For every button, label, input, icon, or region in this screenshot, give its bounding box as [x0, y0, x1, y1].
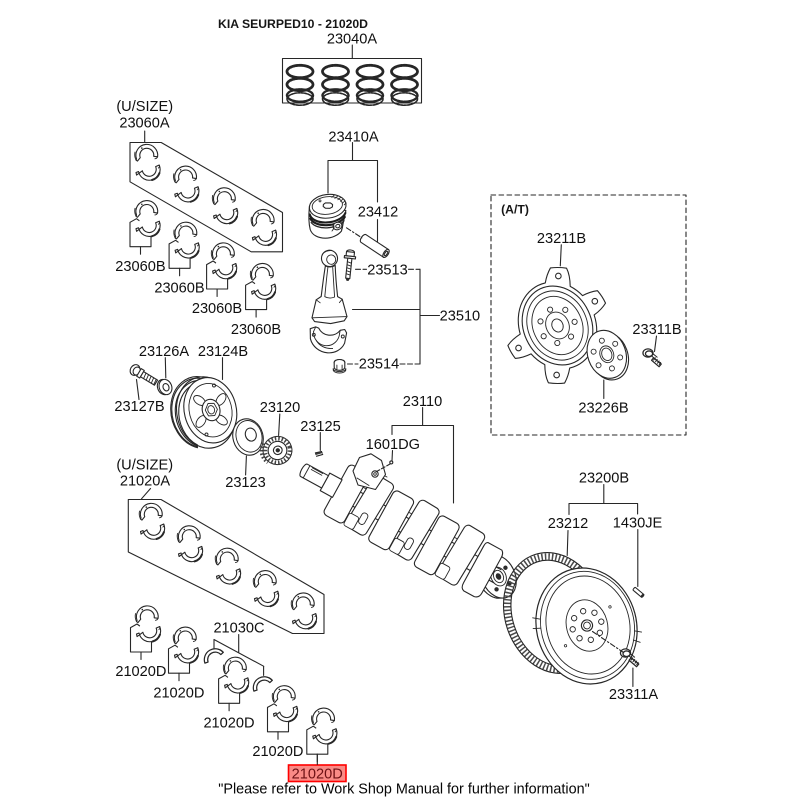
label-21020D-3[interactable]: 21020D [203, 716, 254, 732]
label-23212[interactable]: 23212 [548, 516, 589, 532]
label-23311A[interactable]: 23311A [609, 687, 658, 703]
label-23125[interactable]: 23125 [300, 419, 341, 435]
label-23040A[interactable]: 23040A [327, 32, 378, 48]
label-23513[interactable]: 23513 [367, 263, 408, 279]
label-usize-top: (U/SIZE) [116, 99, 173, 115]
label-21020D-4[interactable]: 21020D [252, 744, 303, 760]
label-23060B-3[interactable]: 23060B [192, 301, 242, 317]
leader-21030C [213, 633, 265, 676]
dowel-pin-1430JE [632, 586, 645, 598]
rod-bearing-set-23060A [129, 141, 284, 253]
label-23226B[interactable]: 23226B [578, 401, 628, 417]
main-bearing-21020D-4 [268, 686, 298, 740]
flywheel-23200B [532, 567, 643, 685]
page-title: KIA SEURPED10 - 21020D [218, 17, 368, 31]
label-21020D-highlight[interactable]: 21020D [292, 766, 343, 782]
label-23060B-1[interactable]: 23060B [115, 259, 165, 275]
rod-bearing-23060B-4 [246, 263, 276, 317]
rod-nut-23514 [332, 358, 347, 374]
label-21020D-2[interactable]: 21020D [153, 685, 204, 701]
adapter-plate-23226B [586, 329, 630, 381]
label-23060A[interactable]: 23060A [119, 115, 170, 131]
label-23510[interactable]: 23510 [440, 308, 481, 324]
label-21030C[interactable]: 21030C [213, 621, 264, 637]
main-bearing-21020D-5 [307, 708, 337, 762]
key-23125 [314, 450, 324, 457]
main-bearing-21020D-3 [219, 657, 249, 711]
label-23200B[interactable]: 23200B [579, 471, 629, 487]
pulley-bolt-23127B [129, 364, 159, 386]
label-23060B-4[interactable]: 23060B [231, 322, 281, 338]
label-23127B[interactable]: 23127B [114, 399, 164, 415]
label-23514[interactable]: 23514 [359, 357, 400, 373]
main-bearing-set-21020A [127, 498, 325, 635]
label-usize-mid: (U/SIZE) [116, 458, 173, 474]
rod-bearing-23060B-1 [130, 201, 160, 255]
washer-23126A [156, 378, 173, 396]
piston-pin-23412 [359, 233, 390, 258]
main-bearing-21020D-1 [131, 606, 161, 660]
footer-note: "Please refer to Work Shop Manual for fu… [218, 782, 590, 798]
piston-23410A [308, 193, 347, 239]
label-23410A[interactable]: 23410A [328, 129, 379, 145]
drive-plate-23211B [507, 266, 607, 385]
at-section [490, 194, 687, 436]
thrust-washer-21030C-b [251, 674, 275, 692]
thrust-washer-21030C-a [202, 646, 226, 664]
label-23211B[interactable]: 23211B [537, 231, 586, 247]
main-bearing-21020D-2 [169, 627, 199, 681]
label-23110[interactable]: 23110 [403, 394, 443, 410]
crank-pulley-23124B [170, 376, 238, 449]
label-23126A[interactable]: 23126A [139, 344, 190, 360]
label-at: (A/T) [501, 203, 529, 217]
label-23412[interactable]: 23412 [358, 204, 399, 220]
bolt-23311B [642, 348, 662, 368]
label-21020D-1[interactable]: 21020D [115, 664, 166, 680]
label-1430JE[interactable]: 1430JE [613, 516, 663, 532]
leader-lines [135, 44, 658, 766]
piston-rings-23040A [281, 57, 423, 107]
friction-wheel-23123 [232, 418, 264, 456]
rod-bearing-23060B-2 [169, 222, 199, 276]
label-21020A[interactable]: 21020A [120, 474, 171, 490]
rod-bearing-23060B-3 [207, 243, 237, 297]
highlighted-part[interactable]: 21020D [287, 764, 347, 782]
label-23124B[interactable]: 23124B [198, 344, 248, 360]
connecting-rod-23510 [309, 249, 348, 354]
label-23120[interactable]: 23120 [260, 400, 301, 416]
label-1601DG[interactable]: 1601DG [366, 437, 420, 453]
crankshaft-23110 [299, 453, 517, 599]
label-23123[interactable]: 23123 [225, 475, 266, 491]
rod-bolt-23513 [343, 249, 357, 281]
timing-gear-23120 [259, 435, 293, 466]
label-23060B-2[interactable]: 23060B [154, 281, 204, 297]
label-23311B[interactable]: 23311B [632, 322, 681, 338]
